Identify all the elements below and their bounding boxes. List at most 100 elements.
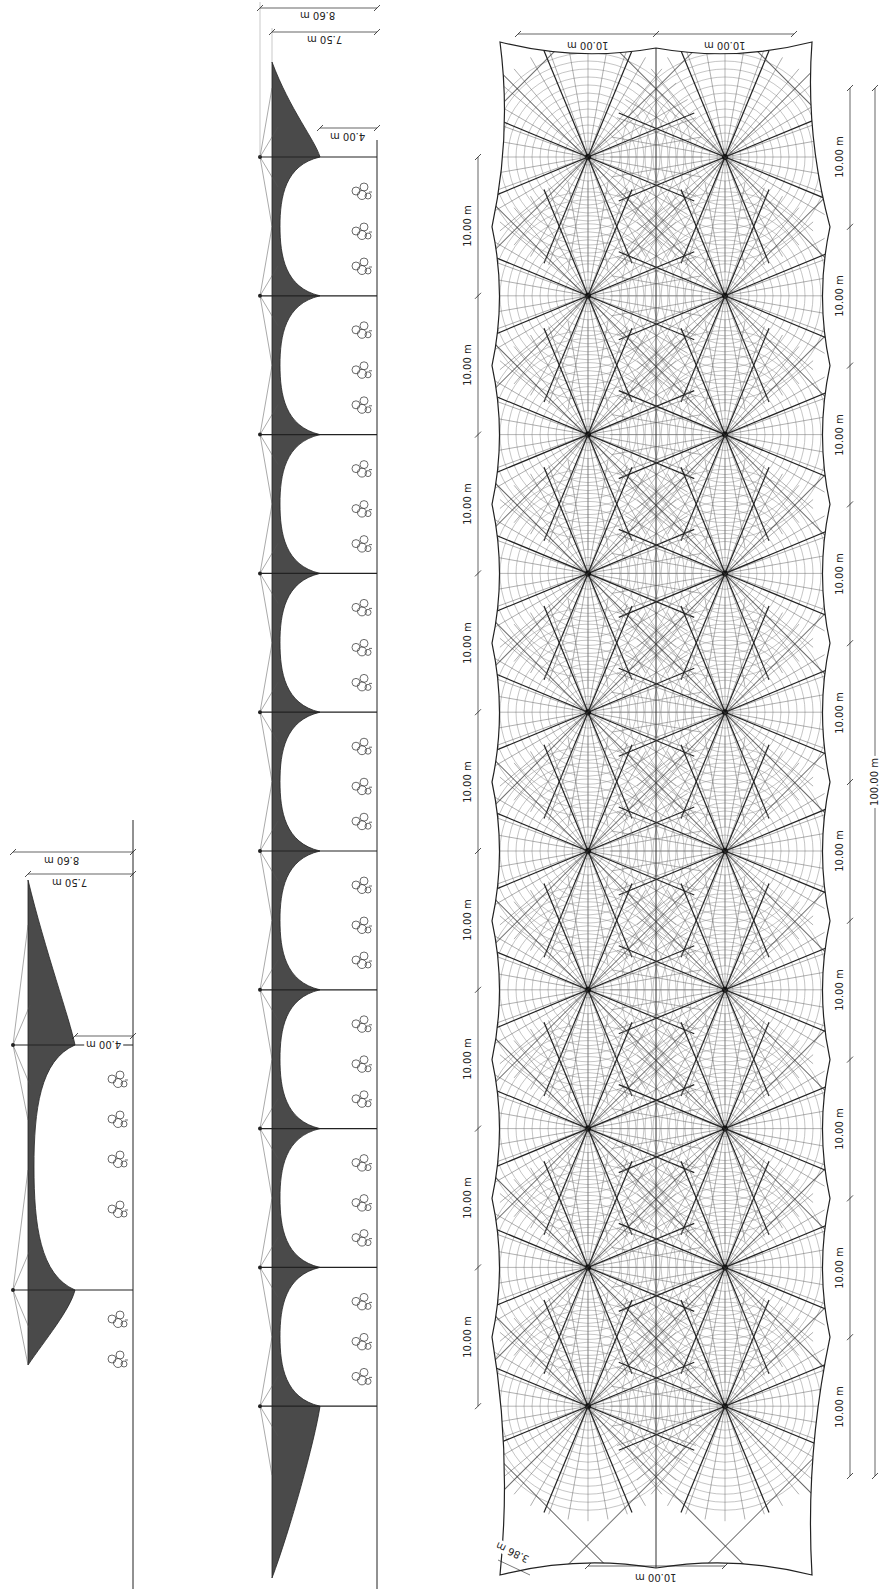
tree: [352, 877, 372, 894]
tree: [352, 461, 372, 478]
dimension-label: 7.50 m: [50, 876, 89, 888]
dimension-tick: [130, 1033, 136, 1039]
dimension-tick: [847, 640, 853, 646]
tree: [352, 536, 372, 553]
tree: [352, 501, 372, 517]
tree: [352, 223, 372, 240]
dimension-tick: [847, 1473, 853, 1479]
drawing-line: [260, 2, 261, 157]
dimension-label: 10.00 m: [462, 342, 474, 388]
tree: [352, 362, 372, 379]
dimension-label: 10.00 m: [834, 551, 846, 597]
mast: [260, 1406, 377, 1407]
tree: [352, 1016, 372, 1033]
cable: [260, 405, 278, 435]
cable: [260, 821, 278, 851]
dimension-tick: [653, 31, 659, 37]
tree: [352, 1333, 372, 1350]
tree: [352, 1293, 372, 1310]
drawing-line: [13, 852, 133, 853]
mast: [260, 850, 377, 851]
cable: [260, 851, 278, 881]
dimension-tick: [847, 363, 853, 369]
cable: [13, 1290, 30, 1330]
cable: [260, 573, 278, 603]
dimension-label: 10.00 m: [834, 135, 846, 181]
mast-head: [11, 1043, 15, 1047]
drawing-line: [272, 28, 273, 62]
cable: [260, 1267, 278, 1297]
dimension-tick: [791, 31, 797, 37]
tree: [352, 917, 372, 934]
cable: [13, 1250, 30, 1290]
dimension-tick: [374, 29, 380, 35]
tree: [352, 1195, 372, 1212]
cable: [260, 127, 278, 157]
cable: [260, 1129, 278, 1159]
mast-head: [258, 571, 262, 575]
tree: [352, 1230, 372, 1247]
dimension-label: 10.00 m: [834, 1384, 846, 1430]
mast-head: [11, 1288, 15, 1292]
plan-outline: [492, 42, 830, 1575]
dimension-tick: [847, 1195, 853, 1201]
cable: [13, 1290, 28, 1365]
tree: [108, 1351, 128, 1368]
tree: [352, 639, 372, 656]
dimension-label: 10.00 m: [834, 1245, 846, 1291]
cable: [260, 1376, 278, 1406]
dimension-label: 4.00 m: [328, 130, 367, 142]
dimension-tick: [475, 154, 481, 160]
dimension-tick: [475, 432, 481, 438]
drawing-line: [320, 128, 377, 129]
tree: [352, 397, 372, 414]
dimension-label: 10.00 m: [462, 204, 474, 250]
dimension-label: 10.00 m: [462, 620, 474, 666]
mast: [260, 989, 377, 990]
mast-head: [258, 710, 262, 714]
dimension-label: 10.00 m: [834, 829, 846, 875]
tree: [352, 738, 372, 755]
tree: [108, 1151, 128, 1168]
dimension-label: 10.00 m: [565, 39, 611, 51]
dimension-label: 10.00 m: [633, 1571, 679, 1583]
drawing-line: [75, 1036, 133, 1037]
tree: [108, 1111, 128, 1128]
mast-head: [258, 1127, 262, 1131]
tree: [108, 1201, 128, 1218]
ground-line: [377, 140, 378, 1589]
mast: [260, 1128, 377, 1129]
mast: [260, 1267, 377, 1268]
dimension-label: 4.00 m: [84, 1038, 123, 1050]
dimension-label: 10.00 m: [834, 1106, 846, 1152]
dimension-label: 10.00 m: [702, 39, 748, 51]
mast: [13, 1289, 133, 1290]
cable: [260, 960, 278, 990]
dimension-tick: [25, 871, 31, 877]
dimension-tick: [72, 1033, 78, 1039]
dimension-tick: [130, 871, 136, 877]
dimension-label: 7.50 m: [305, 33, 344, 45]
cable: [260, 543, 278, 573]
mast: [260, 434, 377, 435]
elevation-and-dimension-lines: [10, 2, 878, 1589]
tree: [352, 674, 372, 691]
cable: [260, 1237, 278, 1267]
plan-membrane: [473, 30, 850, 1589]
cable: [260, 1406, 278, 1436]
dimension-tick: [847, 1057, 853, 1063]
dimension-label: 10.00 m: [462, 898, 474, 944]
tree: [352, 778, 372, 795]
mast-head: [258, 294, 262, 298]
tree: [352, 952, 372, 969]
dimension-tick: [475, 709, 481, 715]
dimension-tick: [374, 5, 380, 11]
tree: [352, 599, 372, 616]
dimension-label: 10.00 m: [462, 759, 474, 805]
mast-head: [258, 849, 262, 853]
dimension-tick: [475, 293, 481, 299]
membrane-section: [28, 880, 75, 1365]
dimension-tick: [475, 1403, 481, 1409]
